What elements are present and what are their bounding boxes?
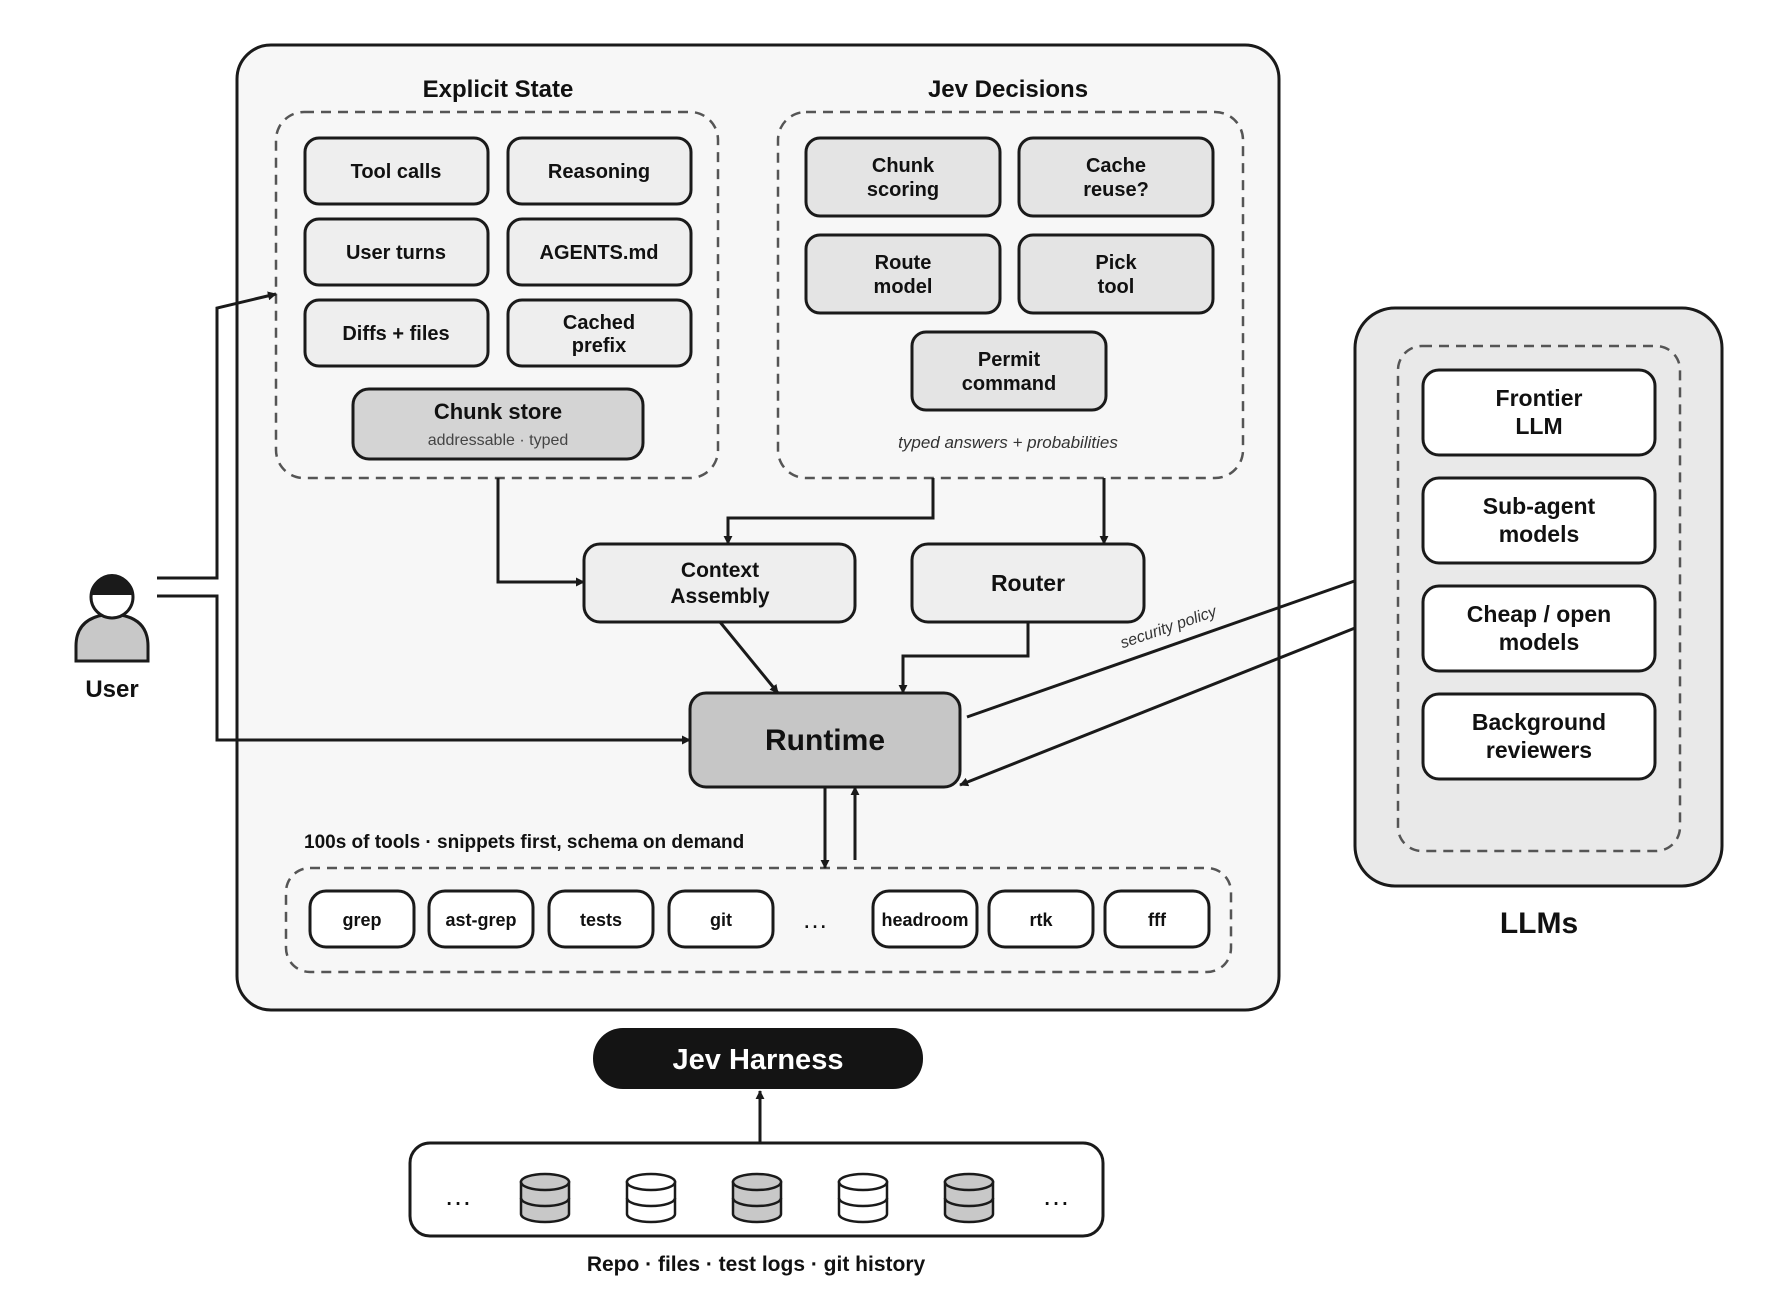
svg-text:fff: fff xyxy=(1148,910,1167,930)
harness-badge: Jev Harness xyxy=(593,1028,923,1089)
chunk-store: Chunk store addressable · typed xyxy=(351,387,645,461)
svg-text:User turns: User turns xyxy=(346,242,446,264)
svg-text:model: model xyxy=(874,276,933,298)
svg-text:Runtime: Runtime xyxy=(765,724,885,757)
svg-text:tests: tests xyxy=(580,910,622,930)
tool-chip: git xyxy=(667,889,775,949)
svg-text:Reasoning: Reasoning xyxy=(548,161,650,183)
svg-text:LLM: LLM xyxy=(1515,413,1562,439)
svg-text:rtk: rtk xyxy=(1029,910,1053,930)
router: Router xyxy=(910,542,1146,624)
svg-text:prefix: prefix xyxy=(572,335,626,357)
decision-item: Cache reuse? xyxy=(1017,136,1215,218)
repo-caption: Repo · files · test logs · git history xyxy=(587,1253,926,1276)
svg-text:command: command xyxy=(962,373,1056,395)
svg-text:Router: Router xyxy=(991,570,1065,596)
user-icon xyxy=(74,574,150,663)
decision-item: Route model xyxy=(804,233,1002,315)
llm-item: Frontier LLM xyxy=(1421,368,1657,457)
svg-text:Cache: Cache xyxy=(1086,155,1146,177)
svg-text:AGENTS.md: AGENTS.md xyxy=(540,242,659,264)
decisions-note: typed answers + probabilities xyxy=(898,433,1118,452)
svg-text:Permit: Permit xyxy=(978,349,1041,371)
llm-item: Sub-agent models xyxy=(1421,476,1657,565)
connectors xyxy=(157,291,1367,1143)
svg-text:Tool calls: Tool calls xyxy=(351,161,442,183)
tool-chip: ast-grep xyxy=(427,889,535,949)
svg-text:ast-grep: ast-grep xyxy=(445,910,516,930)
tool-chip: tests xyxy=(547,889,655,949)
svg-text:Assembly: Assembly xyxy=(670,585,770,608)
decision-item: Permit command xyxy=(910,330,1108,412)
state-item: Tool calls xyxy=(303,136,490,206)
svg-text:Chunk store: Chunk store xyxy=(434,399,562,424)
svg-text:Sub-agent: Sub-agent xyxy=(1483,493,1596,519)
llm-item: Background reviewers xyxy=(1421,692,1657,781)
repo-ellipsis-right: … xyxy=(1042,1180,1070,1211)
svg-text:Background: Background xyxy=(1472,709,1606,735)
svg-text:tool: tool xyxy=(1098,276,1135,298)
svg-text:reuse?: reuse? xyxy=(1083,179,1149,201)
svg-text:Diffs + files: Diffs + files xyxy=(342,323,449,345)
tool-chip: rtk xyxy=(987,889,1095,949)
repo-ellipsis-left: … xyxy=(444,1180,472,1211)
tool-chip: headroom xyxy=(871,889,979,949)
decision-item: Pick tool xyxy=(1017,233,1215,315)
svg-text:scoring: scoring xyxy=(867,179,939,201)
svg-text:Frontier: Frontier xyxy=(1496,385,1583,411)
svg-text:Route: Route xyxy=(875,252,932,274)
svg-text:Context: Context xyxy=(681,559,759,582)
svg-text:Jev Harness: Jev Harness xyxy=(673,1044,844,1076)
database-icon xyxy=(625,1172,677,1224)
tool-chip: fff xyxy=(1103,889,1211,949)
tools-caption: 100s of tools · snippets first, schema o… xyxy=(304,832,744,853)
user-label: User xyxy=(85,676,138,703)
svg-text:models: models xyxy=(1499,629,1580,655)
state-item: User turns xyxy=(303,217,490,287)
svg-text:git: git xyxy=(710,910,732,930)
svg-text:grep: grep xyxy=(342,910,381,930)
llms-group xyxy=(1396,344,1682,853)
database-icon xyxy=(943,1172,995,1224)
state-item: Cached prefix xyxy=(506,298,693,368)
decisions-title: Jev Decisions xyxy=(928,76,1088,103)
decision-item: Chunk scoring xyxy=(804,136,1002,218)
svg-text:models: models xyxy=(1499,521,1580,547)
repo-databases xyxy=(519,1172,995,1224)
context-assembly: Context Assembly xyxy=(582,542,857,624)
svg-text:Cached: Cached xyxy=(563,312,635,334)
svg-text:headroom: headroom xyxy=(881,910,968,930)
explicit-state-title: Explicit State xyxy=(423,76,574,103)
state-item: Diffs + files xyxy=(303,298,490,368)
decisions-group xyxy=(776,110,1245,480)
database-icon xyxy=(837,1172,889,1224)
llms-title: LLMs xyxy=(1500,907,1578,940)
svg-text:Chunk: Chunk xyxy=(872,155,935,177)
svg-text:addressable · typed: addressable · typed xyxy=(428,432,569,449)
runtime: Runtime xyxy=(688,691,962,789)
svg-text:Pick: Pick xyxy=(1095,252,1137,274)
tools-group xyxy=(284,866,1233,974)
tools-ellipsis: … xyxy=(802,904,828,934)
database-icon xyxy=(731,1172,783,1224)
tool-chip: grep xyxy=(308,889,416,949)
database-icon xyxy=(519,1172,571,1224)
llm-item: Cheap / open models xyxy=(1421,584,1657,673)
svg-text:Cheap / open: Cheap / open xyxy=(1467,601,1611,627)
state-item: Reasoning xyxy=(506,136,693,206)
svg-text:reviewers: reviewers xyxy=(1486,737,1592,763)
state-item: AGENTS.md xyxy=(506,217,693,287)
